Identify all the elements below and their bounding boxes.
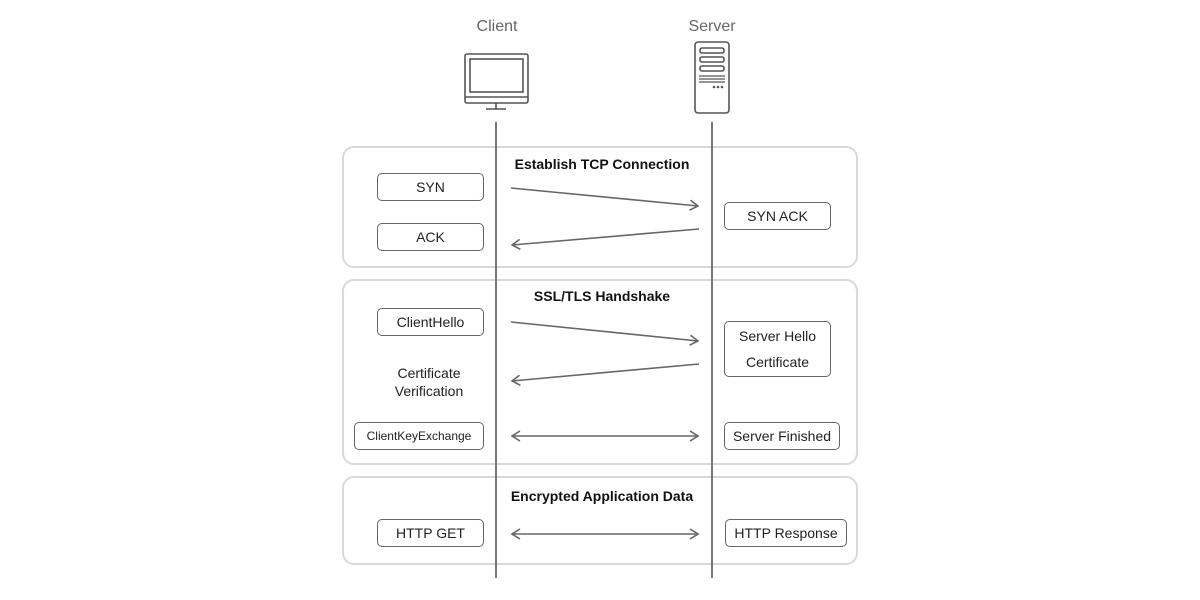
monitor-icon xyxy=(464,53,529,110)
certificate-text: Certificate xyxy=(745,354,810,370)
message-server-finished: Server Finished xyxy=(724,422,840,450)
message-server-hello-certificate: Server Hello Certificate xyxy=(724,321,831,377)
phase-title-app-data: Encrypted Application Data xyxy=(510,488,694,504)
certificate-verification-line1: Certificate xyxy=(397,365,461,381)
message-http-response: HTTP Response xyxy=(725,519,847,547)
certificate-verification-line2: Verification xyxy=(394,383,464,399)
server-hello-text: Server Hello xyxy=(738,328,817,344)
message-syn-ack: SYN ACK xyxy=(724,202,831,230)
phase-title-tcp: Establish TCP Connection xyxy=(514,156,690,172)
phase-title-tls: SSL/TLS Handshake xyxy=(533,288,671,304)
message-http-get: HTTP GET xyxy=(377,519,484,547)
server-label: Server xyxy=(688,18,736,35)
message-ack: ACK xyxy=(377,223,484,251)
client-label: Client xyxy=(476,18,518,35)
message-client-key-exchange: ClientKeyExchange xyxy=(354,422,484,450)
server-tower-icon xyxy=(694,41,730,114)
certificate-verification-note: Certificate Verification xyxy=(369,364,489,400)
message-syn: SYN xyxy=(377,173,484,201)
message-client-hello: ClientHello xyxy=(377,308,484,336)
